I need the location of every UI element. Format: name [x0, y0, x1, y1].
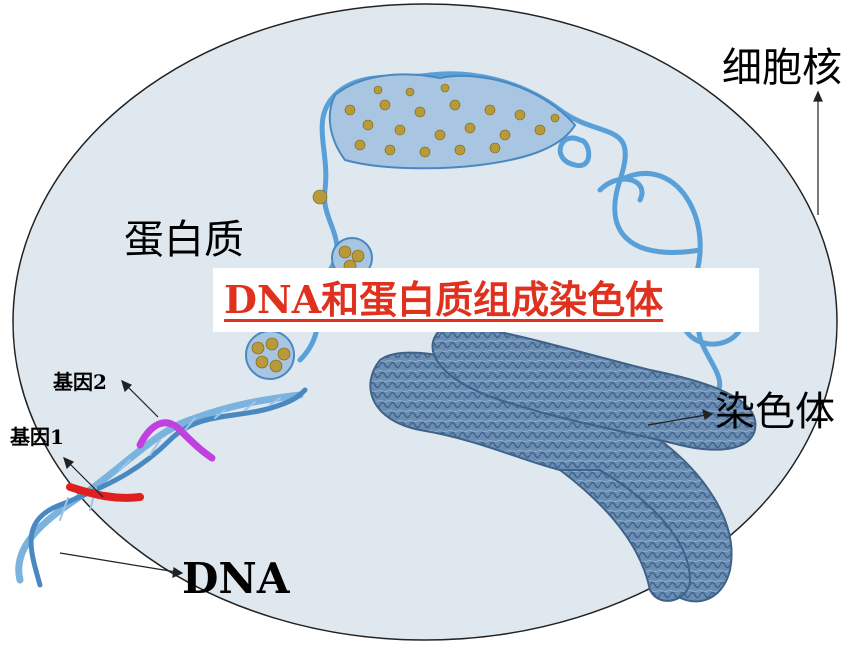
label-protein: 蛋白质 — [124, 217, 244, 263]
label-dna: DNA — [182, 554, 290, 603]
gene1-segment — [66, 483, 144, 502]
label-chromosome: 染色体 — [715, 389, 835, 435]
dna-double-helix — [15, 387, 308, 588]
gene2-segment — [136, 419, 216, 462]
diagram-title: DNA和蛋白质组成染色体 — [224, 277, 664, 322]
title-banner — [213, 268, 759, 332]
chromosome-shape — [369, 324, 757, 603]
label-gene1: 基因1 — [10, 425, 64, 449]
nucleosome-cluster-top — [312, 73, 577, 205]
label-gene2: 基因2 — [53, 370, 107, 394]
arrows — [59, 90, 823, 578]
label-nucleus: 细胞核 — [722, 45, 842, 91]
